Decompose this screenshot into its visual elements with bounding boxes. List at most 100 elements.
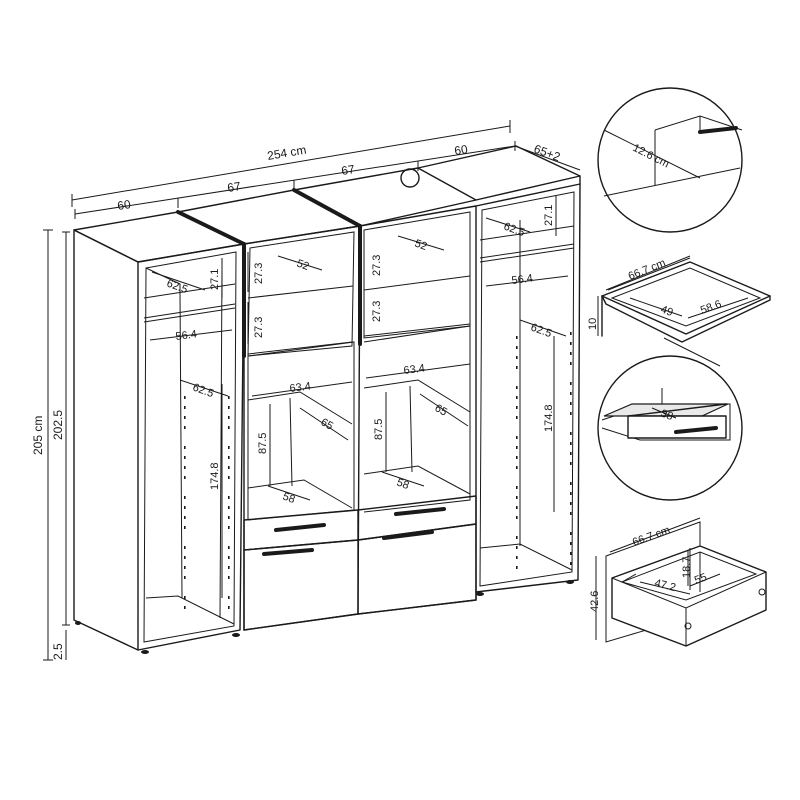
- shelf-pin-holes: [184, 332, 572, 609]
- module-4-width: 60: [453, 142, 469, 158]
- pin-hole: [570, 342, 572, 345]
- pin-hole: [570, 512, 572, 515]
- pin-hole: [184, 526, 186, 529]
- c2-mid-height: 27.3: [371, 301, 383, 322]
- pin-hole: [184, 396, 186, 399]
- pin-hole: [228, 516, 230, 519]
- inner-height-label: 202.5: [51, 410, 65, 440]
- pin-hole: [570, 532, 572, 535]
- detail-rail-circle: 12.6 cm: [597, 87, 743, 233]
- pin-hole: [228, 576, 230, 579]
- c1-width: 63.4: [289, 380, 312, 395]
- pin-hole: [516, 536, 518, 539]
- pin-hole: [228, 506, 230, 509]
- pin-hole: [184, 416, 186, 419]
- detail-drawer-box: 42.6 66.7 cm 18.7 47.2 55: [589, 517, 767, 647]
- module-3-width: 67: [340, 162, 356, 178]
- pin-hole: [570, 412, 572, 415]
- right-center-cabinet: 27.3 52 27.3 63.4 87.5 65 58: [292, 167, 477, 615]
- total-height-label: 205 cm: [31, 416, 45, 455]
- pin-hole: [184, 406, 186, 409]
- pin-hole: [228, 416, 230, 419]
- pin-hole: [184, 476, 186, 479]
- pin-hole: [570, 452, 572, 455]
- pin-hole: [228, 566, 230, 569]
- pin-hole: [516, 446, 518, 449]
- pin-hole: [570, 382, 572, 385]
- pin-hole: [228, 456, 230, 459]
- pin-hole: [570, 392, 572, 395]
- pin-hole: [570, 542, 572, 545]
- pin-hole: [570, 402, 572, 405]
- pin-hole: [184, 606, 186, 609]
- detail-drawer-inner-height: 18.7: [681, 557, 693, 578]
- pin-hole: [184, 446, 186, 449]
- c2-top-height: 27.3: [371, 255, 383, 276]
- pin-hole: [228, 496, 230, 499]
- pin-hole: [570, 492, 572, 495]
- module-1-width: 60: [116, 197, 132, 213]
- left-cabinet: 62.5 27.1 56.4 62.5 174.8: [73, 211, 245, 654]
- left-shelf-height: 27.1: [209, 269, 221, 290]
- pin-hole: [516, 396, 518, 399]
- pin-hole: [570, 362, 572, 365]
- detail-drawer-inner-width: 47.2: [653, 577, 677, 594]
- pin-hole: [570, 562, 572, 565]
- pin-hole: [516, 346, 518, 349]
- pin-hole: [516, 516, 518, 519]
- detail-drawer-inner-depth: 55: [693, 571, 709, 586]
- left-rail-width: 56.4: [175, 328, 198, 343]
- c2-width: 63.4: [403, 362, 426, 377]
- pin-hole: [570, 432, 572, 435]
- c1-drawer-depth: 58: [281, 491, 297, 506]
- pin-hole: [570, 552, 572, 555]
- pin-hole: [516, 436, 518, 439]
- left-side-depth: 62.5: [191, 382, 215, 401]
- pin-hole: [228, 446, 230, 449]
- pin-hole: [228, 396, 230, 399]
- pin-hole: [570, 502, 572, 505]
- pin-hole: [516, 566, 518, 569]
- pin-hole: [228, 526, 230, 529]
- pin-hole: [516, 466, 518, 469]
- c1-open-depth: 65: [319, 416, 336, 433]
- detail-tray-inner-depth: 49: [659, 304, 675, 319]
- left-hang-height: 174.8: [209, 462, 221, 490]
- overall-dimensions: 254 cm 60 67 67 60 65+2 205 cm 202.5 2.5: [31, 120, 581, 661]
- pin-hole: [184, 596, 186, 599]
- pin-hole: [184, 576, 186, 579]
- pin-hole: [228, 556, 230, 559]
- pin-hole: [516, 356, 518, 359]
- left-center-cabinet: 27.3 52 27.3 63.4 87.5 65 58: [176, 189, 361, 631]
- c1-mid-height: 27.3: [253, 317, 265, 338]
- pin-hole: [516, 546, 518, 549]
- pin-hole: [516, 486, 518, 489]
- pin-hole: [184, 506, 186, 509]
- detail-drawer-height: 42.6: [589, 591, 601, 612]
- pin-hole: [516, 456, 518, 459]
- pin-hole: [516, 386, 518, 389]
- detail-drawer-width: 66.7 cm: [631, 524, 672, 549]
- pin-hole: [228, 596, 230, 599]
- pin-hole: [570, 482, 572, 485]
- detail-pullout-tray: 10 66.7 cm 49 58.6: [587, 255, 771, 343]
- detail-drawer-circle-dim: 38: [659, 408, 675, 423]
- total-width-line: [71, 125, 511, 201]
- detail-rail-dim: 12.6 cm: [631, 142, 671, 170]
- pin-hole: [228, 406, 230, 409]
- pin-hole: [570, 442, 572, 445]
- pin-hole: [516, 406, 518, 409]
- pin-hole: [228, 466, 230, 469]
- right-hang-height: 174.8: [543, 404, 555, 432]
- c2-open-height: 87.5: [373, 419, 385, 440]
- c2-open-depth: 65: [433, 402, 450, 419]
- pin-hole: [184, 546, 186, 549]
- pin-hole: [184, 496, 186, 499]
- module-width-line: [74, 145, 516, 215]
- right-side-depth: 62.5: [529, 322, 553, 341]
- pin-hole: [516, 506, 518, 509]
- foot-height-label: 2.5: [51, 643, 65, 660]
- pin-hole: [184, 516, 186, 519]
